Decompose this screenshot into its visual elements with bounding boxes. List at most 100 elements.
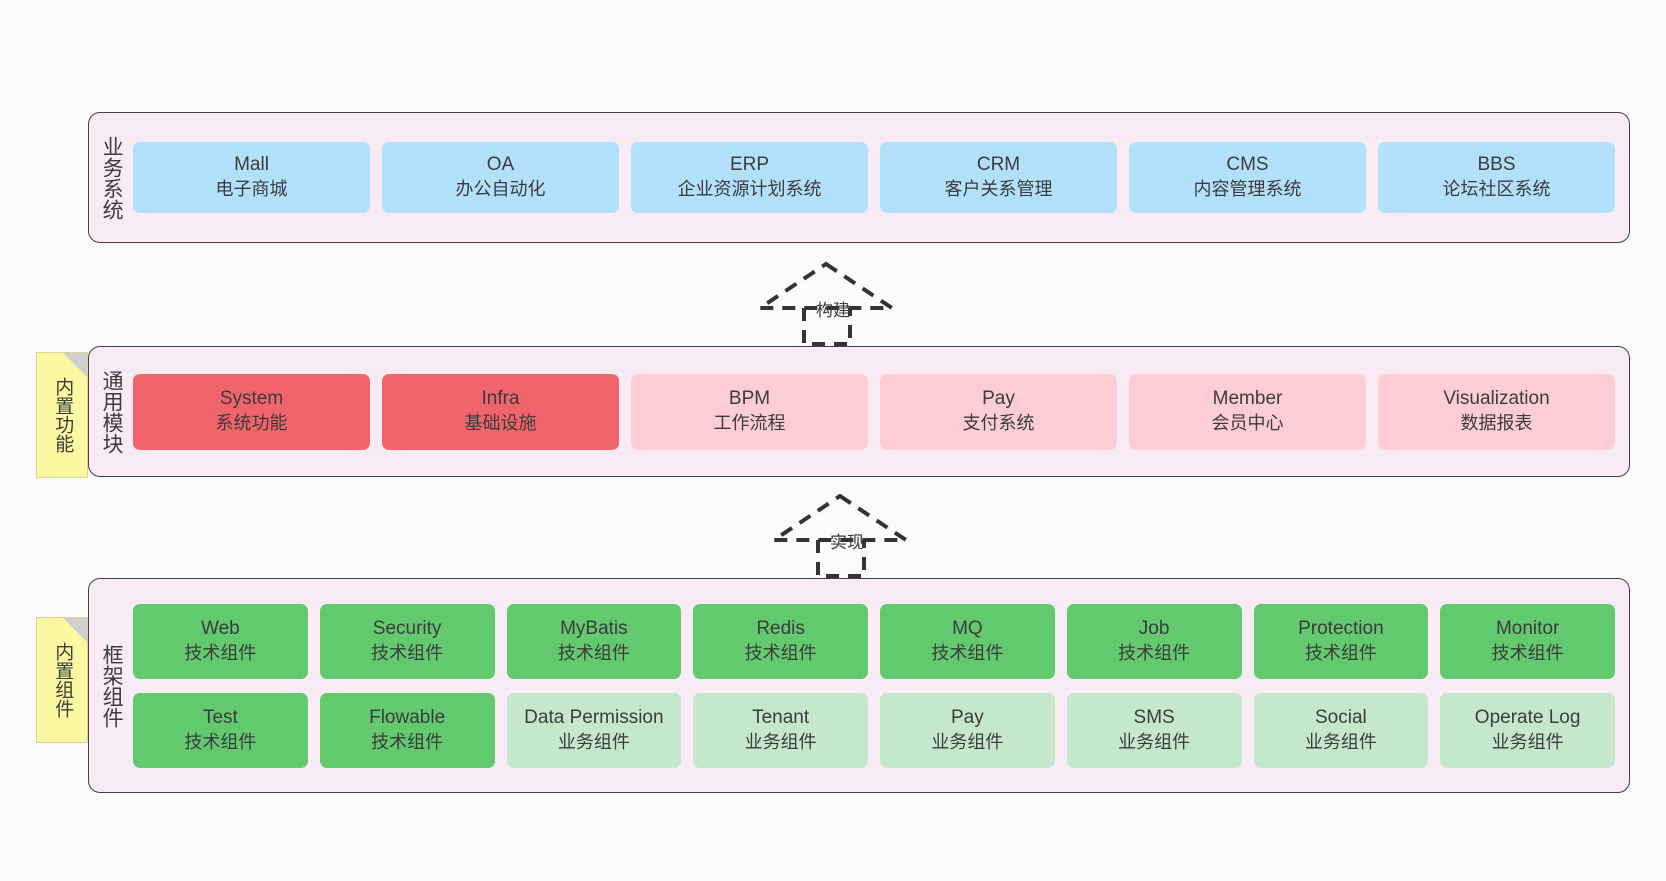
note-builtin-function: 内置功能	[36, 352, 88, 478]
card-name: Monitor	[1495, 617, 1560, 639]
card-desc: 内容管理系统	[1193, 179, 1302, 200]
card-name: MQ	[952, 617, 983, 639]
card-name: System	[219, 388, 284, 410]
card-pay[interactable]: Pay 业务组件	[880, 692, 1055, 768]
card-desc: 办公自动化	[455, 179, 546, 200]
card-desc: 客户关系管理	[944, 179, 1053, 200]
card-monitor[interactable]: Monitor 技术组件	[1440, 603, 1615, 679]
card-name: Pay	[951, 706, 984, 728]
card-name: MyBatis	[560, 617, 628, 639]
card-name: Mall	[234, 154, 269, 176]
business-card-row: Mall 电子商城 OA 办公自动化 ERP 企业资源计划系统 CRM 客户关系管理 CMS 内容…	[133, 142, 1615, 213]
note-builtin-component: 内置组件	[36, 617, 88, 743]
layer-business-system: 业务系统 Mall 电子商城 OA 办公自动化 ERP 企业资源计划系统 CRM 客户关系管理…	[88, 112, 1630, 243]
card-name: Visualization	[1443, 388, 1550, 410]
card-cms[interactable]: CMS 内容管理系统	[1129, 142, 1366, 213]
card-job[interactable]: Job 技术组件	[1066, 603, 1242, 679]
card-name: Security	[372, 617, 442, 639]
card-name: BBS	[1477, 154, 1516, 176]
card-desc: 数据报表	[1460, 413, 1533, 434]
card-desc: 业务组件	[1491, 731, 1564, 752]
card-desc: 技术组件	[184, 731, 257, 752]
card-name: Redis	[756, 617, 805, 639]
card-name: Flowable	[369, 706, 446, 728]
card-name: BPM	[728, 388, 771, 410]
layer-business-system-title: 业务系统	[100, 135, 124, 220]
card-name: Protection	[1298, 617, 1384, 639]
card-name: SMS	[1133, 706, 1175, 728]
card-desc: 技术组件	[931, 642, 1004, 663]
card-crm[interactable]: CRM 客户关系管理	[880, 142, 1117, 213]
connector-build-label: 构建	[816, 301, 850, 320]
card-redis[interactable]: Redis 技术组件	[693, 603, 868, 679]
card-visualization[interactable]: Visualization 数据报表	[1378, 373, 1615, 450]
card-member[interactable]: Member 会员中心	[1129, 373, 1366, 450]
card-desc: 业务组件	[1304, 731, 1377, 752]
card-test[interactable]: Test 技术组件	[133, 692, 308, 768]
card-name: OA	[486, 154, 515, 176]
card-desc: 技术组件	[371, 642, 444, 663]
connector-build: 构建	[753, 258, 899, 346]
card-security[interactable]: Security 技术组件	[319, 603, 495, 679]
card-desc: 业务组件	[1118, 731, 1191, 752]
card-mall[interactable]: Mall 电子商城	[133, 142, 370, 213]
card-name: CMS	[1226, 154, 1269, 176]
card-name: Job	[1138, 617, 1170, 639]
card-name: ERP	[729, 154, 770, 176]
card-bbs[interactable]: BBS 论坛社区系统	[1378, 142, 1615, 213]
connector-implement-label: 实现	[830, 533, 864, 552]
card-pay[interactable]: Pay 支付系统	[880, 373, 1117, 450]
card-sms[interactable]: SMS 业务组件	[1066, 692, 1242, 768]
card-mq[interactable]: MQ 技术组件	[880, 603, 1055, 679]
card-desc: 业务组件	[744, 731, 817, 752]
note-fold-corner-icon	[63, 353, 87, 377]
card-operate-log[interactable]: Operate Log 业务组件	[1440, 692, 1615, 768]
card-desc: 支付系统	[962, 413, 1035, 434]
card-desc: 技术组件	[1491, 642, 1564, 663]
note-fold-corner-icon	[63, 618, 87, 642]
card-name: Social	[1315, 706, 1367, 728]
card-desc: 会员中心	[1211, 413, 1284, 434]
card-desc: 技术组件	[1304, 642, 1377, 663]
card-web[interactable]: Web 技术组件	[133, 603, 308, 679]
card-data-permission[interactable]: Data Permission 业务组件	[506, 692, 682, 768]
card-name: Member	[1212, 388, 1283, 410]
card-desc: 技术组件	[744, 642, 817, 663]
card-desc: 技术组件	[1118, 642, 1191, 663]
card-name: Test	[202, 706, 238, 728]
card-name: CRM	[976, 154, 1021, 176]
card-desc: 技术组件	[184, 642, 257, 663]
card-desc: 业务组件	[557, 731, 630, 752]
card-desc: 论坛社区系统	[1442, 179, 1551, 200]
card-name: Pay	[982, 388, 1015, 410]
card-desc: 业务组件	[931, 731, 1004, 752]
card-social[interactable]: Social 业务组件	[1253, 692, 1429, 768]
card-desc: 电子商城	[215, 179, 288, 200]
card-desc: 企业资源计划系统	[677, 179, 822, 200]
card-erp[interactable]: ERP 企业资源计划系统	[631, 142, 868, 213]
note-builtin-function-label: 内置功能	[52, 377, 74, 453]
card-name: Data Permission	[524, 706, 664, 728]
layer-business-system-body: Mall 电子商城 OA 办公自动化 ERP 企业资源计划系统 CRM 客户关系管理 CMS 内容…	[133, 113, 1629, 242]
card-desc: 技术组件	[557, 642, 630, 663]
card-name: Web	[201, 617, 240, 639]
card-mybatis[interactable]: MyBatis 技术组件	[506, 603, 682, 679]
card-oa[interactable]: OA 办公自动化	[382, 142, 619, 213]
card-protection[interactable]: Protection 技术组件	[1253, 603, 1429, 679]
layer-common-module-title: 通用模块	[100, 369, 124, 454]
card-name: Operate Log	[1474, 706, 1581, 728]
layer-framework-component-title: 框架组件	[100, 643, 124, 728]
note-builtin-component-label: 内置组件	[52, 642, 74, 718]
